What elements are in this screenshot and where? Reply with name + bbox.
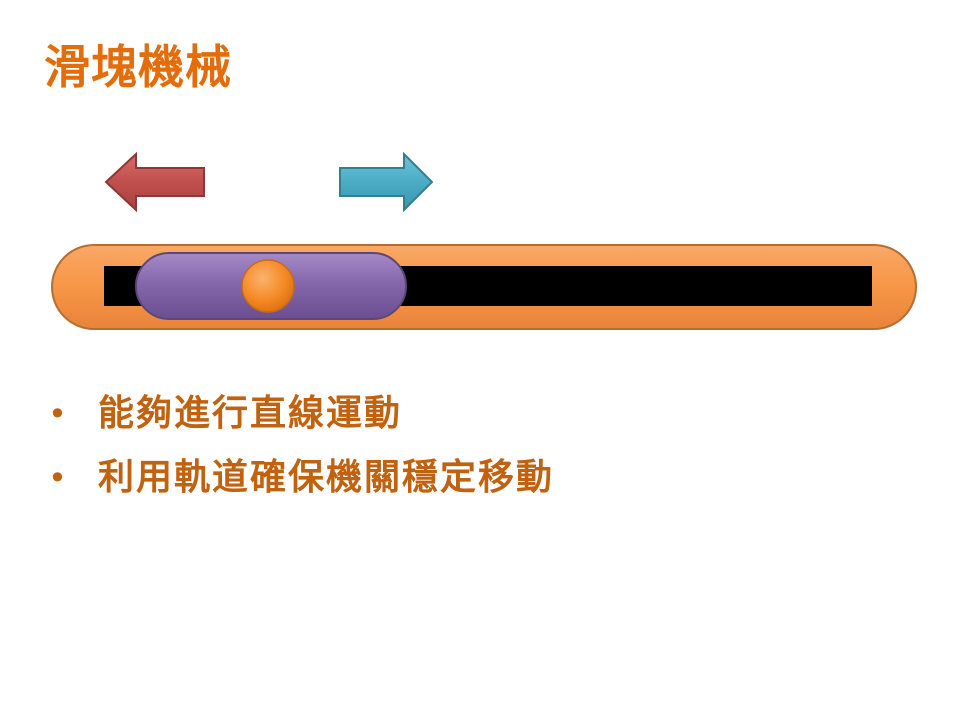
arrow-left-icon <box>104 151 205 213</box>
slide-title: 滑塊機械 <box>44 40 232 94</box>
bullet-item: • 能夠進行直線運動 <box>48 382 554 446</box>
bullet-text: 能夠進行直線運動 <box>98 393 403 434</box>
slider-knob <box>241 259 295 313</box>
slider-mechanism-diagram <box>51 244 917 330</box>
bullet-text: 利用軌道確保機關穩定移動 <box>98 457 555 498</box>
arrow-right-icon <box>339 151 434 213</box>
bullet-item: • 利用軌道確保機關穩定移動 <box>48 446 554 510</box>
bullet-dot-icon: • <box>48 459 67 497</box>
bullet-dot-icon: • <box>48 395 67 433</box>
bullet-list: • 能夠進行直線運動 • 利用軌道確保機關穩定移動 <box>48 382 554 510</box>
